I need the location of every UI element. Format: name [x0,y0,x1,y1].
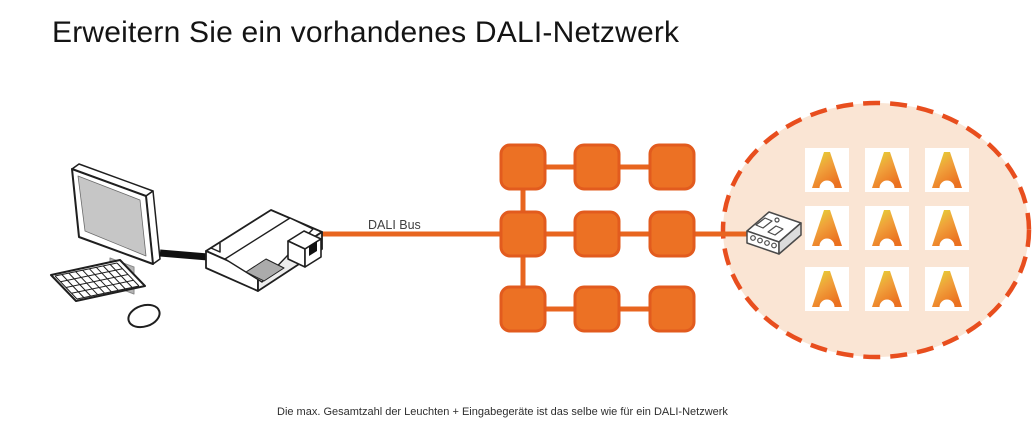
lamp-icon [865,148,909,192]
mouse [127,303,161,329]
connector-port [287,230,322,268]
lamp-icon [865,267,909,311]
lamp-icon [865,206,909,250]
monitor [71,163,161,295]
computer-icon [50,163,161,329]
dali-node [648,143,696,191]
lamp-icon [925,206,969,250]
dali-gateway-icon [746,211,802,255]
page-title: Erweitern Sie ein vorhandenes DALI-Netzw… [52,16,680,49]
usb-dali-interface-icon [205,209,323,292]
usb-cable [159,249,209,261]
dali-node [573,210,621,258]
dali-node-grid [499,143,696,333]
lamp-icon [925,148,969,192]
dali-node [573,285,621,333]
keyboard [50,259,146,302]
lamp-icon [805,267,849,311]
dali-bus-label: DALI Bus [368,218,421,232]
dali-node [499,143,547,191]
dali-node [648,210,696,258]
luminaire-grid [805,148,969,311]
lamp-icon [805,206,849,250]
lamp-icon [805,148,849,192]
dali-node [499,210,547,258]
dali-node [499,285,547,333]
lamp-icon [925,267,969,311]
dali-node [648,285,696,333]
dali-node [573,143,621,191]
footnote: Die max. Gesamtzahl der Leuchten + Einga… [277,406,728,418]
